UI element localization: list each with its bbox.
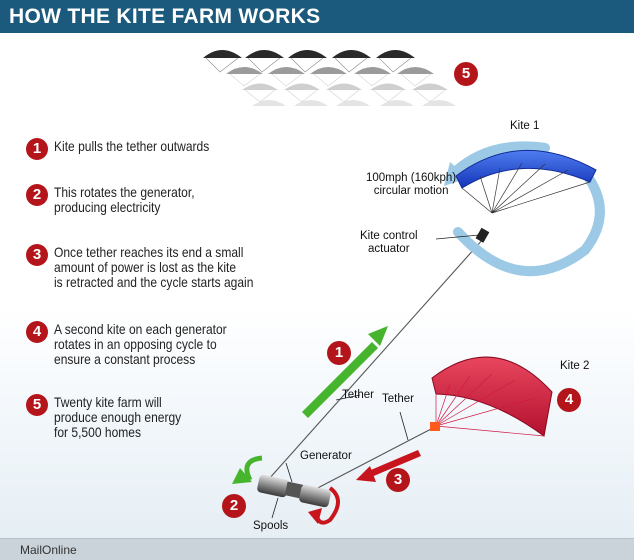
farm-kite (310, 67, 347, 74)
badge-5: 5 (454, 62, 478, 86)
tether-line-kite2 (309, 427, 434, 493)
kite1-bridle-lines (461, 162, 591, 214)
step-number: 4 (26, 321, 48, 343)
circular-motion-label: 100mph (160kph) circular motion (366, 172, 457, 197)
farm-kite (370, 83, 406, 90)
kite2-canopy (431, 356, 553, 437)
step-number: 3 (26, 244, 48, 266)
rotation-arrowhead-green (232, 468, 252, 484)
kite1-canopy (455, 149, 597, 189)
tether-line-kite1 (267, 237, 485, 481)
generator-body (284, 481, 304, 499)
rotation-arrowhead-red (308, 508, 322, 524)
farm-kite (397, 67, 434, 74)
spool-right (299, 484, 331, 508)
farm-kite (252, 100, 286, 106)
outward-arrow (302, 326, 388, 418)
step-number: 2 (26, 184, 48, 206)
kite2-graphic (430, 356, 553, 437)
kite-farm-row-dark (203, 50, 415, 58)
badge-4: 4 (557, 388, 581, 412)
step-number: 1 (26, 138, 48, 160)
step-text: A second kite on each generator rotates … (54, 321, 227, 367)
farm-kite (376, 50, 415, 58)
tether-label: Tether (342, 389, 374, 401)
retract-arrow (356, 450, 421, 482)
step-text: Twenty kite farm will produce enough ene… (54, 394, 182, 440)
farm-kite (332, 50, 371, 58)
kite-farm-row-faint (252, 100, 456, 106)
kite1-label: Kite 1 (510, 120, 540, 132)
step-text: Kite pulls the tether outwards (54, 138, 210, 154)
kite-farm-lines-dark (205, 57, 412, 73)
farm-kite (226, 67, 263, 74)
kite2-label: Kite 2 (560, 360, 590, 372)
farm-kite (412, 83, 448, 90)
farm-kite (203, 50, 242, 58)
farm-kite (268, 67, 305, 74)
farm-kite (422, 100, 456, 106)
footer-bar: MailOnline (0, 538, 634, 560)
farm-kite (380, 100, 414, 106)
leader-lines (271, 234, 480, 519)
spool-left (257, 474, 289, 498)
badge-3: 3 (386, 468, 410, 492)
kite-control-actuator (475, 227, 490, 243)
farm-kite (288, 50, 327, 58)
source-credit: MailOnline (20, 543, 77, 557)
circular-motion-path-top (450, 141, 550, 177)
badge-1: 1 (327, 341, 351, 365)
tether2-label: Tether (382, 393, 414, 405)
badge-2: 2 (222, 494, 246, 518)
spools-label: Spools (253, 520, 289, 532)
farm-kite (284, 83, 320, 90)
kite-farm-group (203, 50, 456, 106)
generator-label: Generator (300, 450, 352, 462)
actuator-label: Kite control actuator (360, 230, 418, 255)
step-text: This rotates the generator, producing el… (54, 184, 195, 215)
farm-kite (294, 100, 328, 106)
kite1-graphic (455, 149, 597, 243)
kite-farm-row-light (242, 83, 448, 90)
farm-kite (326, 83, 362, 90)
farm-kite (245, 50, 284, 58)
farm-kite (242, 83, 278, 90)
circular-motion-path (453, 175, 605, 277)
rotation-arrow-green (244, 455, 263, 482)
generator-assembly (257, 474, 331, 508)
step-number: 5 (26, 394, 48, 416)
farm-kite (336, 100, 370, 106)
kite2-actuator (430, 422, 440, 431)
page-title: HOW THE KITE FARM WORKS (9, 5, 321, 28)
header-bar: HOW THE KITE FARM WORKS (0, 0, 634, 33)
kite2-bridle-lines (435, 373, 545, 437)
kite-farm-row-mid (226, 67, 434, 74)
step-text: Once tether reaches its end a small amou… (54, 244, 254, 290)
farm-kite (354, 67, 391, 74)
